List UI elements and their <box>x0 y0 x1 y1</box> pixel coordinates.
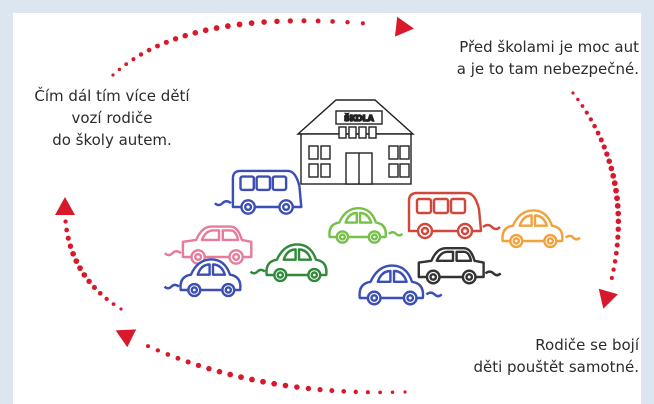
arrow-right <box>571 91 622 309</box>
car-icon <box>328 206 404 244</box>
car-icon <box>407 191 501 240</box>
car-icon <box>417 246 502 285</box>
car-icon <box>501 209 581 249</box>
caption-too-many-cars: Před školami je moc aut a je to tam nebe… <box>457 36 639 80</box>
arrowhead <box>115 329 137 348</box>
caption-line: a je to tam nebezpečné. <box>456 60 639 78</box>
caption-line: vozí rodiče <box>71 109 153 127</box>
arrowhead <box>55 197 76 216</box>
caption-more-children-driven: Čím dál tím více dětí vozí rodiče do ško… <box>17 85 207 151</box>
car-icon <box>358 264 443 306</box>
arrow-left <box>55 197 123 311</box>
school-building: ŠKOLA <box>296 99 415 185</box>
school-sign: ŠKOLA <box>344 112 375 123</box>
car-icon <box>249 243 328 283</box>
caption-line: Před školami je moc aut <box>459 38 639 56</box>
diagram-panel: ŠKOLA Čím dál tím více dětí vozí rodiče … <box>13 13 641 404</box>
school-windows-top <box>338 126 377 139</box>
arrowhead <box>598 288 618 309</box>
arrowhead <box>394 16 414 37</box>
car-icon <box>163 225 253 265</box>
arrow-top <box>111 16 414 77</box>
caption-line: Rodiče se bojí <box>535 336 639 354</box>
school-sign-board <box>335 110 383 125</box>
caption-parents-afraid: Rodiče se bojí děti pouštět samotné. <box>473 334 639 378</box>
caption-line: do školy autem. <box>52 131 172 149</box>
cycle-diagram: ŠKOLA <box>55 16 622 395</box>
cycle-arrows <box>55 16 622 395</box>
caption-line: děti pouštět samotné. <box>473 358 639 376</box>
arrow-bottom <box>115 329 407 395</box>
car-icon <box>163 258 242 298</box>
caption-line: Čím dál tím více dětí <box>34 87 190 105</box>
car-icon <box>213 169 303 215</box>
cars <box>163 169 581 306</box>
